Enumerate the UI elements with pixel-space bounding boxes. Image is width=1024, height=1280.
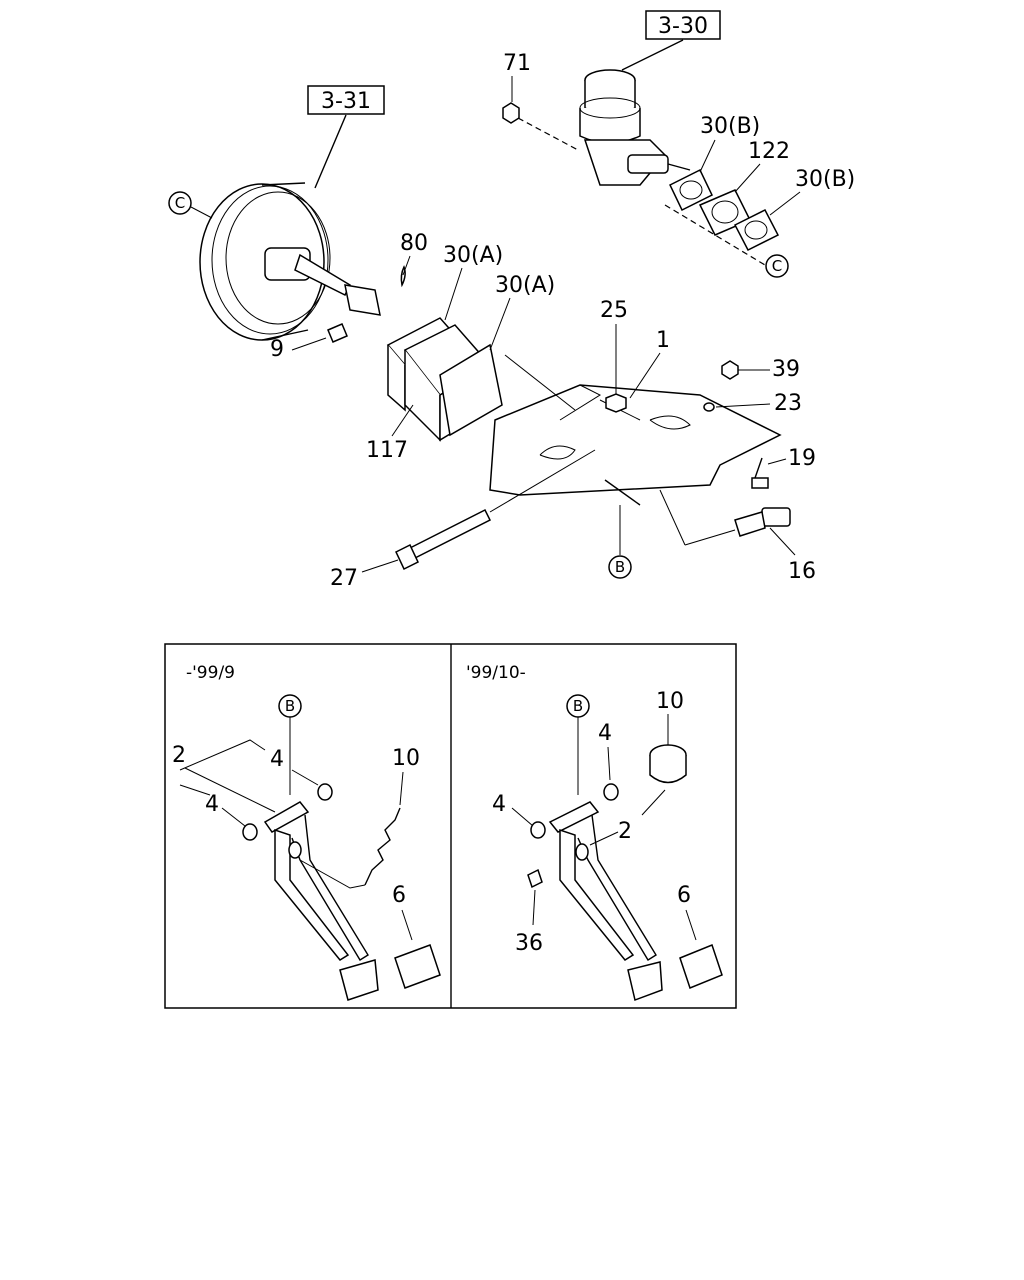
spacer-assembly: 30(A) 30(A) 117 <box>366 243 555 463</box>
callout-c-right <box>765 254 789 278</box>
label-39: 39 <box>772 357 800 382</box>
label-117: 117 <box>366 438 408 463</box>
nut-25 <box>605 393 627 413</box>
label-30b-right: 30(B) <box>795 167 855 192</box>
label-9: 9 <box>270 337 284 362</box>
label-80: 80 <box>400 231 428 256</box>
washer-23 <box>703 402 715 412</box>
label-inset-right-4b: 4 <box>492 792 506 817</box>
inset-left-period: -'99/9 <box>186 663 235 683</box>
svg-text:B: B <box>573 697 583 715</box>
label-16: 16 <box>788 559 816 584</box>
label-inset-left-4a: 4 <box>270 747 284 772</box>
ref-master-cylinder: 3-30 <box>658 14 708 39</box>
label-inset-left-6: 6 <box>392 883 406 908</box>
nut-71 <box>502 102 520 124</box>
ref-brake-booster: 3-31 <box>321 89 371 114</box>
ref-box-master-cylinder <box>645 10 721 40</box>
pedal-arm-left <box>274 828 350 961</box>
label-23: 23 <box>774 391 802 416</box>
pedal-arm-right <box>559 828 635 961</box>
svg-text:B: B <box>615 558 625 576</box>
pin-9 <box>327 323 348 343</box>
part-36 <box>527 868 543 889</box>
callout-c-left <box>168 191 192 215</box>
label-inset-left-10: 10 <box>392 746 420 771</box>
pedal-pad-right <box>679 944 723 989</box>
svg-text:C: C <box>175 194 185 212</box>
label-30a-2: 30(A) <box>495 273 555 298</box>
ref-box-brake-booster <box>307 85 385 115</box>
label-inset-right-2: 2 <box>618 819 632 844</box>
bolt-19 <box>751 477 769 489</box>
label-inset-left-4b: 4 <box>205 792 219 817</box>
brake-booster: 3-31 C 9 80 <box>168 85 428 362</box>
inset-right-period: '99/10- <box>466 663 526 683</box>
clevis <box>344 284 381 316</box>
gasket-30a-2 <box>439 343 503 437</box>
inset-left: -'99/9 B 2 4 4 10 6 <box>172 663 441 1001</box>
label-inset-left-2: 2 <box>172 743 186 768</box>
label-inset-right-36: 36 <box>515 931 543 956</box>
pedal-bracket: 25 1 39 23 19 16 B 27 <box>330 298 816 591</box>
label-inset-right-6: 6 <box>677 883 691 908</box>
switch-16 <box>761 507 791 527</box>
nut-39 <box>721 360 739 380</box>
pedal-pad-left <box>394 944 441 989</box>
inset-right: '99/10- B 10 4 4 2 36 6 <box>466 663 723 1001</box>
label-25: 25 <box>600 298 628 323</box>
callout-b-main <box>608 555 632 579</box>
gasket-30b-2 <box>733 208 780 252</box>
label-30a-1: 30(A) <box>443 243 503 268</box>
label-27: 27 <box>330 566 358 591</box>
master-cylinder: 3-30 71 30(B) 122 30(B) C <box>502 10 855 278</box>
label-inset-right-10: 10 <box>656 689 684 714</box>
label-inset-right-4a: 4 <box>598 721 612 746</box>
label-71: 71 <box>503 51 531 76</box>
gasket-30b-1 <box>669 168 713 212</box>
label-30b-top: 30(B) <box>700 114 760 139</box>
label-1: 1 <box>656 328 670 353</box>
label-19: 19 <box>788 446 816 471</box>
label-122: 122 <box>748 139 790 164</box>
svg-text:C: C <box>772 257 782 275</box>
svg-text:B: B <box>285 697 295 715</box>
bolt-27 <box>408 508 492 560</box>
